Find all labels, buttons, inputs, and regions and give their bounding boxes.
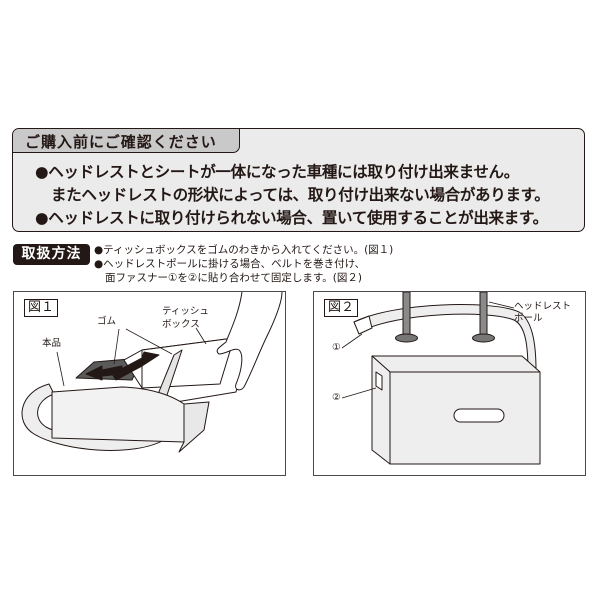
usage-line: ●ティッシュボックスをゴムのわきから入れてください。(図１) bbox=[94, 244, 394, 256]
figure-1-label: 図１ bbox=[24, 299, 59, 317]
callout-fastener-2: ② bbox=[332, 392, 341, 403]
figure-1: 図１ ゴム ティッシュ ボックス 本品 bbox=[13, 291, 286, 476]
usage-badge: 取扱方法 bbox=[13, 244, 90, 265]
notice-lines: ●ヘッドレストとシートが一体になった車種には取り付け出来ません。 またヘッドレス… bbox=[35, 161, 550, 230]
tissue-box-insertion-illustration bbox=[21, 292, 283, 453]
callout-rubber: ゴム bbox=[97, 316, 117, 327]
figure-2: 図２ ヘッドレスト ポール ① ② bbox=[313, 291, 586, 476]
notice-title: ご購入前にご確認ください bbox=[25, 133, 217, 151]
notice-line: ●ヘッドレストとシートが一体になった車種には取り付け出来ません。 bbox=[35, 163, 519, 181]
usage-line: ●ヘッドレストポールに掛ける場合、ベルトを巻き付け、 bbox=[94, 258, 366, 270]
callout-product: 本品 bbox=[42, 338, 62, 349]
usage-instructions: ●ティッシュボックスをゴムのわきから入れてください。(図１) ●ヘッドレストポー… bbox=[94, 243, 393, 285]
notice-line: ●ヘッドレストに取り付けられない場合、置いて使用することが出来ます。 bbox=[35, 209, 548, 227]
notice-tab: ご購入前にご確認ください bbox=[13, 129, 240, 153]
callout-fastener-1: ① bbox=[332, 342, 341, 353]
callout-headrest-pole-line1: ヘッドレスト bbox=[514, 301, 572, 312]
notice-line: またヘッドレストの形状によっては、取り付け出来ない場合があります。 bbox=[51, 186, 550, 204]
callout-tissue-box-line1: ティッシュ bbox=[162, 306, 209, 317]
usage-line: 面ファスナー①を②に貼り合わせて固定します。(図２) bbox=[105, 272, 362, 284]
callout-headrest-pole-line2: ポール bbox=[514, 313, 543, 324]
figure-2-label: 図２ bbox=[324, 299, 359, 317]
callout-tissue-box-line2: ボックス bbox=[162, 319, 200, 330]
pre-purchase-notice: ご購入前にご確認ください ●ヘッドレストとシートが一体になった車種には取り付け出… bbox=[12, 128, 585, 232]
headrest-mount-illustration bbox=[341, 292, 541, 465]
